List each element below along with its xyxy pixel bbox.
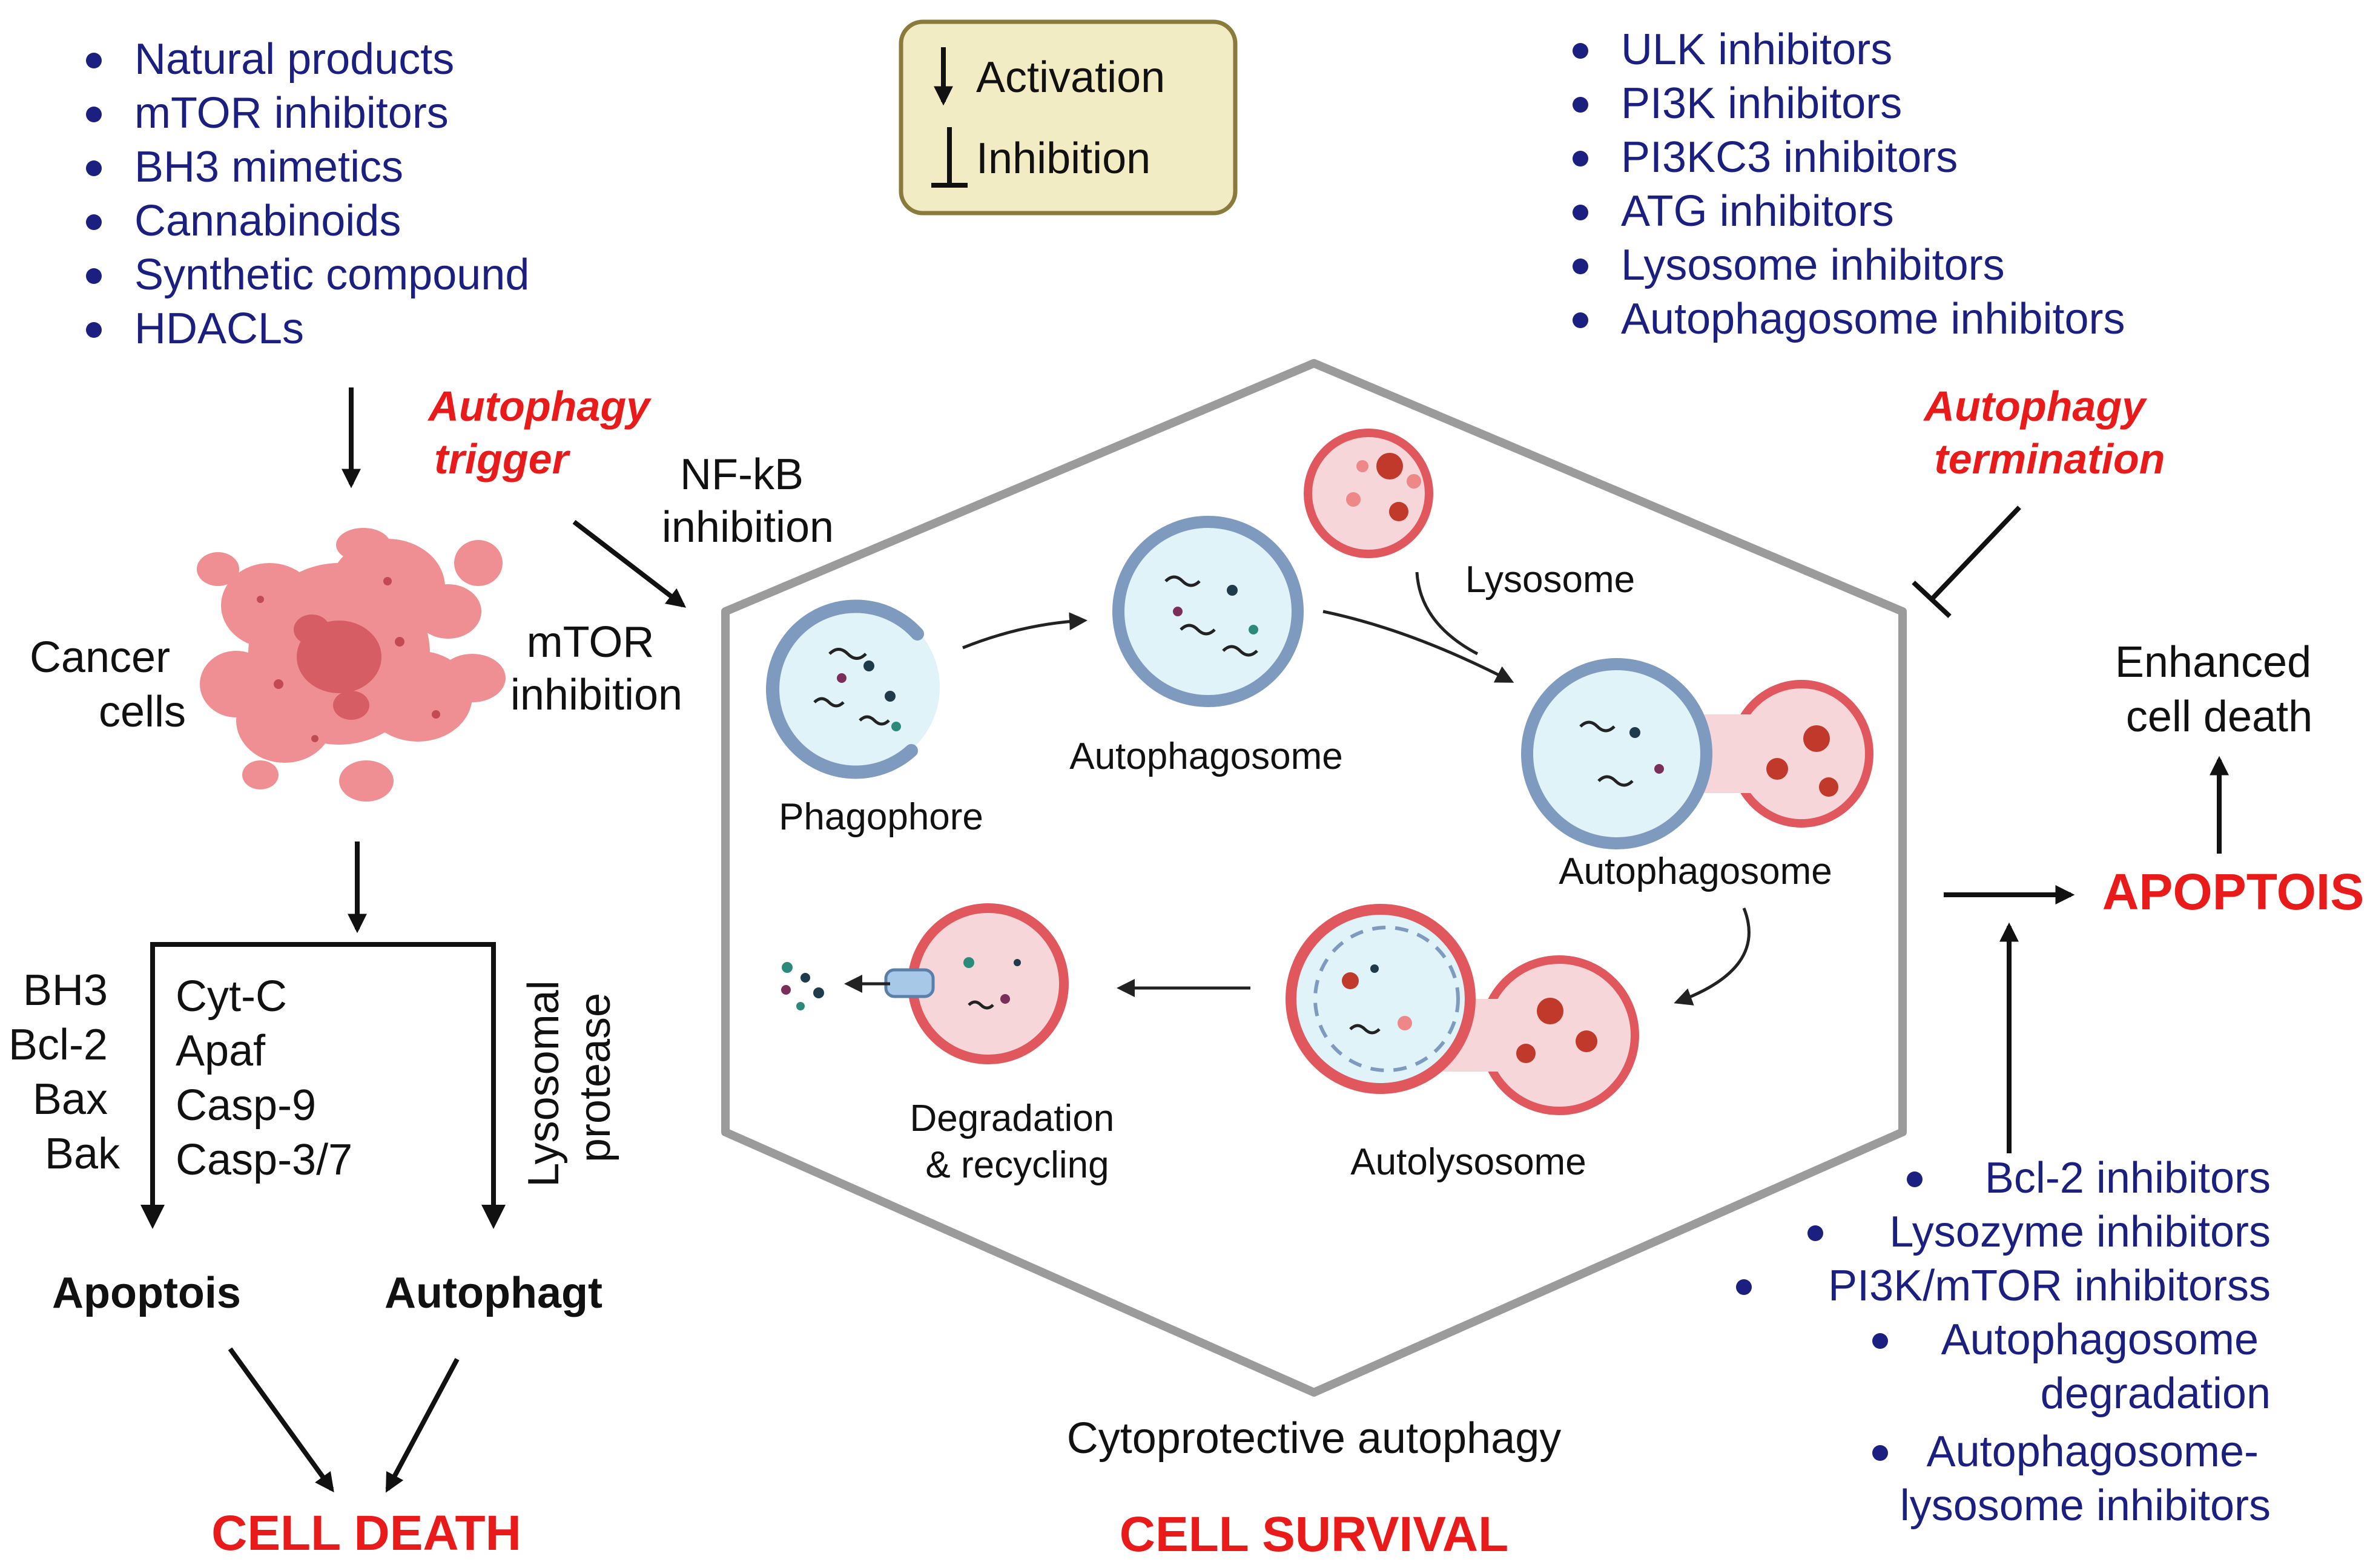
list-item-text: Bcl-2 inhibitors — [1985, 1154, 2271, 1202]
termination-drug-list: ULK inhibitors PI3K inhibitors PI3KC3 in… — [1573, 25, 2125, 343]
autolysosome-label: Autolysosome — [1350, 1141, 1586, 1183]
list-item-text: ATG inhibitors — [1621, 187, 1894, 236]
bullet-list-item: mTOR inhibitors — [86, 89, 449, 137]
list-item-text: PI3K inhibitors — [1621, 79, 1902, 128]
autophagy-termination-label: Autophagy termination — [1923, 383, 2165, 483]
fusion-connector — [1415, 572, 1479, 656]
bullet-list-item: Natural products — [86, 35, 454, 84]
list-item-text: ULK inhibitors — [1621, 25, 1892, 74]
bullet-list-item: BH3 mimetics — [86, 143, 403, 191]
apoptosis-outcome-label: Apoptois — [52, 1269, 241, 1317]
nfkb-inhibition-label: NF-kB inhibition — [662, 450, 834, 552]
branch-connector — [150, 942, 496, 1217]
apoptosis-label: APOPTOIS — [2102, 863, 2365, 920]
legend-activation-label: Activation — [976, 53, 1165, 102]
lysosomal-protease-label: Lysosomal protease — [520, 968, 619, 1187]
list-item-text: Autophagosome- lysosome inhibitors — [1900, 1428, 2271, 1530]
list-item-text: Cannabinoids — [134, 197, 401, 245]
bullet-list-item: PI3K inhibitors — [1573, 79, 1902, 128]
bullet-list-item: Cannabinoids — [86, 197, 401, 245]
activation-arrow — [962, 612, 1088, 650]
activation-arrow — [1674, 908, 1751, 1006]
phagophore-icon — [766, 599, 940, 779]
bullet-list-item: Synthetic compound — [86, 251, 529, 299]
lysosome-icon — [1304, 429, 1433, 558]
inhibition-line — [1930, 506, 2021, 601]
cancer-cells-label: Cancer cells — [30, 633, 186, 736]
bullet-list-item: ATG inhibitors — [1573, 187, 1894, 236]
list-item-text: Synthetic compound — [134, 251, 529, 299]
bullet-list-item: PI3KC3 inhibitors — [1573, 133, 1958, 182]
list-item-text: Natural products — [134, 35, 454, 84]
autophagosome-fusion-label: Autophagosome — [1559, 851, 1832, 892]
list-item-text: BH3 mimetics — [134, 143, 403, 191]
trigger-drug-list: Natural products mTOR inhibitors BH3 mim… — [86, 35, 529, 353]
list-item-text: Autophagosome degradation — [1941, 1316, 2271, 1418]
list-item-text: mTOR inhibitors — [134, 89, 449, 137]
cytoprotective-autophagy-label: Cytoprotective autophagy — [1067, 1414, 1562, 1463]
bullet-list-item: Autophagosome- lysosome inhibitors — [1872, 1428, 2271, 1530]
autophagosome-label: Autophagosome — [1069, 736, 1343, 777]
bullet-list-item: PI3K/mTOR inhibitorss — [1736, 1262, 2271, 1310]
activation-arrow — [572, 519, 687, 608]
legend-inhibition-label: Inhibition — [976, 134, 1150, 183]
lysosome-label: Lysosome — [1465, 559, 1635, 601]
autophagy-outcome-label: Autophagt — [385, 1269, 602, 1317]
degradation-recycling-label: Degradation & recycling — [909, 1098, 1124, 1186]
mtor-inhibition-label: mTOR inhibition — [510, 618, 682, 719]
bullet-list-item: Lysozyme inhibitors — [1807, 1208, 2271, 1256]
bullet-list-item: HDACLs — [86, 305, 304, 353]
list-item-text: HDACLs — [134, 305, 304, 353]
list-item-text: Lysosome inhibitors — [1621, 241, 2005, 289]
bullet-list-item: Autophagosome degradation — [1872, 1316, 2271, 1418]
phagophore-label: Phagophore — [779, 796, 983, 838]
list-item-text: PI3K/mTOR inhibitorss — [1828, 1262, 2271, 1310]
list-item-text: Lysozyme inhibitors — [1889, 1208, 2271, 1256]
activation-arrow — [385, 1358, 460, 1493]
cancer-cells-icon — [197, 528, 506, 802]
fusing-autophagosome-icon — [1521, 658, 1873, 849]
bullet-list-item: ULK inhibitors — [1573, 25, 1892, 74]
autophagosome-icon — [1112, 516, 1304, 707]
enhanced-cell-death-label: Enhanced cell death — [2115, 638, 2323, 741]
cytoprotective-hexagon — [721, 359, 1907, 1397]
autolysosome-icon — [1286, 904, 1639, 1115]
autophagy-trigger-label: Autophagy trigger — [427, 383, 662, 483]
bullet-list-item: Lysosome inhibitors — [1573, 241, 2005, 289]
legend-box: Activation Inhibition — [899, 19, 1238, 216]
apoptosis-proteins-label: BH3 Bcl-2 Bax Bak — [8, 966, 120, 1178]
activation-arrow — [228, 1347, 334, 1493]
list-item-text: Autophagosome inhibitors — [1621, 295, 2125, 343]
bullet-list-item: Autophagosome inhibitors — [1573, 295, 2125, 343]
cell-death-label: CELL DEATH — [211, 1506, 521, 1561]
degradation-vesicle-icon — [884, 903, 1069, 1064]
apoptosis-drug-list: Bcl-2 inhibitors Lysozyme inhibitors PI3… — [1736, 1154, 2271, 1530]
activation-arrow — [1322, 610, 1514, 683]
cell-survival-label: CELL SURVIVAL — [1120, 1507, 1508, 1562]
recycled-molecules-icon — [781, 962, 824, 1010]
list-item-text: PI3KC3 inhibitors — [1621, 133, 1958, 182]
caspase-cascade-label: Cyt-C Apaf Casp-9 Casp-3/7 — [176, 972, 352, 1184]
bullet-list-item: Bcl-2 inhibitors — [1907, 1154, 2271, 1202]
